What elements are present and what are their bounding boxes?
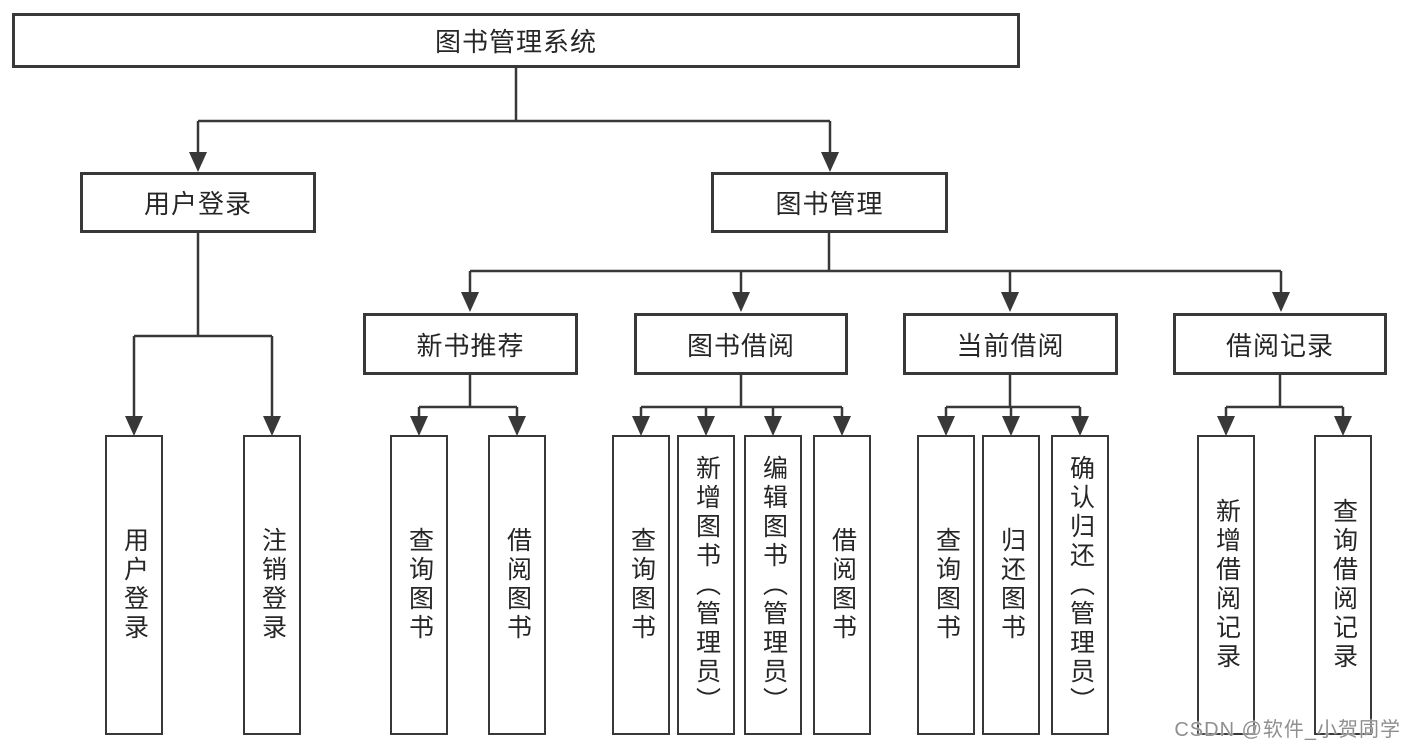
leaf-borrow-books-recommend: 借阅图书 bbox=[488, 435, 546, 735]
node-current-borrowing: 当前借阅 bbox=[903, 313, 1118, 375]
leaf-add-borrow-record: 新增借阅记录 bbox=[1197, 435, 1255, 735]
leaf-query-books-current: 查询图书 bbox=[917, 435, 975, 735]
leaf-logout: 注销登录 bbox=[243, 435, 301, 735]
connector-paths bbox=[132, 68, 1345, 418]
node-book-management: 图书管理 bbox=[711, 172, 948, 233]
node-new-book-recommend: 新书推荐 bbox=[363, 313, 578, 375]
leaf-query-books-recommend: 查询图书 bbox=[390, 435, 448, 735]
leaf-user-login: 用户登录 bbox=[105, 435, 163, 735]
leaf-query-borrow-record: 查询借阅记录 bbox=[1314, 435, 1372, 735]
node-library-management-system: 图书管理系统 bbox=[12, 13, 1020, 68]
leaf-edit-book-admin: 编辑图书（管理员） bbox=[744, 435, 802, 735]
leaf-borrow-books-borrowing: 借阅图书 bbox=[813, 435, 871, 735]
leaf-add-book-admin: 新增图书（管理员） bbox=[677, 435, 735, 735]
node-borrowing-records: 借阅记录 bbox=[1173, 313, 1387, 375]
node-user-login: 用户登录 bbox=[80, 172, 316, 233]
csdn-watermark: CSDN @软件_小贺同学 bbox=[1174, 719, 1401, 741]
leaf-confirm-return-admin: 确认归还（管理员） bbox=[1051, 435, 1109, 735]
node-book-borrowing: 图书借阅 bbox=[634, 313, 848, 375]
leaf-return-books: 归还图书 bbox=[982, 435, 1040, 735]
leaf-query-books-borrowing: 查询图书 bbox=[612, 435, 670, 735]
arrowheads bbox=[125, 152, 1352, 436]
